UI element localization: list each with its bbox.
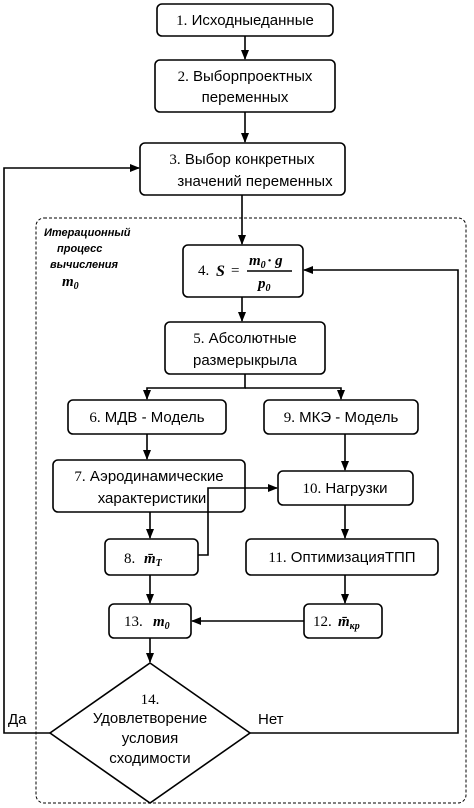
arrow-no-loop (250, 266, 459, 734)
box-5-line2: размерыкрыла (193, 352, 298, 369)
box-11-label: 11. ОптимизацияТПП (268, 549, 415, 566)
iteration-label-line2: процесс (57, 243, 102, 255)
box-11-tpp-optimization (245, 538, 439, 576)
box-4-lhs: S (216, 263, 225, 280)
box-1-label: 1. Исходныеданные (176, 12, 314, 29)
iteration-label-symbol: m0 (62, 274, 79, 292)
box-14-num: 14. (141, 692, 160, 708)
box-6-label: 6. МДВ - Модель (89, 409, 204, 426)
box-7-line1: 7. Аэродинамические (74, 468, 223, 485)
box-8-mass-t (104, 538, 199, 576)
arrow-5-9 (245, 387, 345, 400)
box-13-symbol: m0 (153, 614, 170, 632)
box-4-num: 4. (198, 263, 209, 279)
box-14-line2: условия (122, 730, 179, 747)
arrow-5-6 (143, 374, 246, 400)
box-5-line1: 5. Абсолютные (193, 330, 296, 347)
box-14-line3: сходимости (109, 750, 190, 767)
box-3-line1: 3. Выбор конкретных (169, 151, 315, 168)
arrow-yes-loop (3, 164, 140, 734)
box-4-numerator: m0· g (249, 253, 283, 271)
box-7-aerodynamic-characteristics (52, 459, 246, 513)
box-13-num: 13. (124, 614, 143, 630)
box-12-symbol: m̄кр (338, 614, 360, 632)
box-8-num: 8. (124, 551, 135, 567)
iteration-label-line1: Итерационный (44, 227, 131, 239)
box-4-eq: = (231, 263, 239, 279)
box-14-convergence-decision (48, 662, 252, 804)
box-8-symbol: m̄T (144, 551, 163, 569)
iteration-region (35, 217, 467, 804)
label-yes: Да (8, 711, 27, 728)
arrow-8-10 (198, 484, 278, 556)
box-2-line2: переменных (202, 89, 289, 106)
box-13-m0 (108, 603, 192, 639)
box-14-line1: Удовлетворение (93, 710, 207, 727)
box-9-fem-model (263, 399, 419, 435)
box-2-line1: 2. Выборпроектных (178, 68, 313, 85)
label-no: Нет (258, 711, 284, 728)
iteration-label-line3: вычисления (50, 259, 118, 271)
box-10-label: 10. Нагрузки (302, 480, 387, 497)
box-7-line2: характеристики (98, 490, 207, 507)
box-4-denominator: p0 (256, 276, 271, 294)
box-3-line2: значений переменных (177, 173, 333, 190)
box-12-num: 12. (313, 614, 332, 630)
box-9-label: 9. МКЭ - Модель (284, 409, 399, 426)
